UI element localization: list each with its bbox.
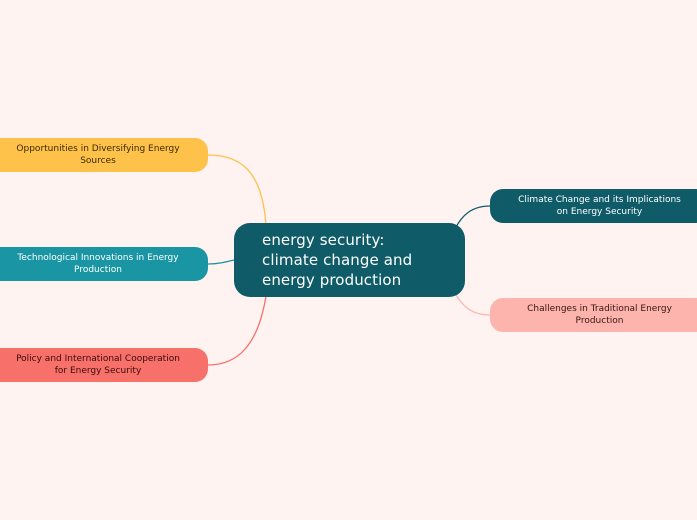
central-topic-node[interactable]: energy security: climate change and ener… xyxy=(234,223,465,297)
topic-label-line: Production xyxy=(575,316,624,326)
topic-node-technological[interactable]: Technological Innovations in Energy Prod… xyxy=(0,247,208,281)
topic-node-policy[interactable]: Policy and International Cooperation for… xyxy=(0,348,208,382)
topic-label-challenges: Challenges in Traditional Energy Product… xyxy=(527,303,672,327)
topic-label-climate: Climate Change and its Implications on E… xyxy=(518,194,681,218)
topic-label-technological: Technological Innovations in Energy Prod… xyxy=(17,252,178,276)
central-topic-line: energy security: xyxy=(262,231,385,249)
topic-node-opportunities[interactable]: Opportunities in Diversifying Energy Sou… xyxy=(0,138,208,172)
topic-label-line: Climate Change and its Implications xyxy=(518,195,681,205)
topic-label-line: Challenges in Traditional Energy xyxy=(527,304,672,314)
connector-technological xyxy=(207,259,235,265)
topic-label-line: Sources xyxy=(80,156,116,166)
topic-label-line: on Energy Security xyxy=(556,207,643,217)
topic-label-policy: Policy and International Cooperation for… xyxy=(16,353,180,377)
topic-label-line: Technological Innovations in Energy xyxy=(17,253,179,263)
topic-label-line: Policy and International Cooperation xyxy=(16,354,180,364)
connector-challenges xyxy=(454,292,491,316)
central-topic-line: energy production xyxy=(262,271,402,289)
central-topic-line: climate change and xyxy=(262,251,413,269)
topic-label-line: Production xyxy=(74,265,122,275)
connector-climate xyxy=(454,205,491,230)
connector-policy xyxy=(207,295,267,366)
connector-opportunities xyxy=(207,154,267,226)
central-topic-label: energy security: climate change and ener… xyxy=(262,230,412,290)
topic-label-line: for Energy Security xyxy=(54,366,142,376)
topic-node-challenges[interactable]: Challenges in Traditional Energy Product… xyxy=(490,298,697,332)
topic-node-climate[interactable]: Climate Change and its Implications on E… xyxy=(490,189,697,223)
topic-label-opportunities: Opportunities in Diversifying Energy Sou… xyxy=(16,143,179,167)
topic-label-line: Opportunities in Diversifying Energy xyxy=(16,144,180,154)
